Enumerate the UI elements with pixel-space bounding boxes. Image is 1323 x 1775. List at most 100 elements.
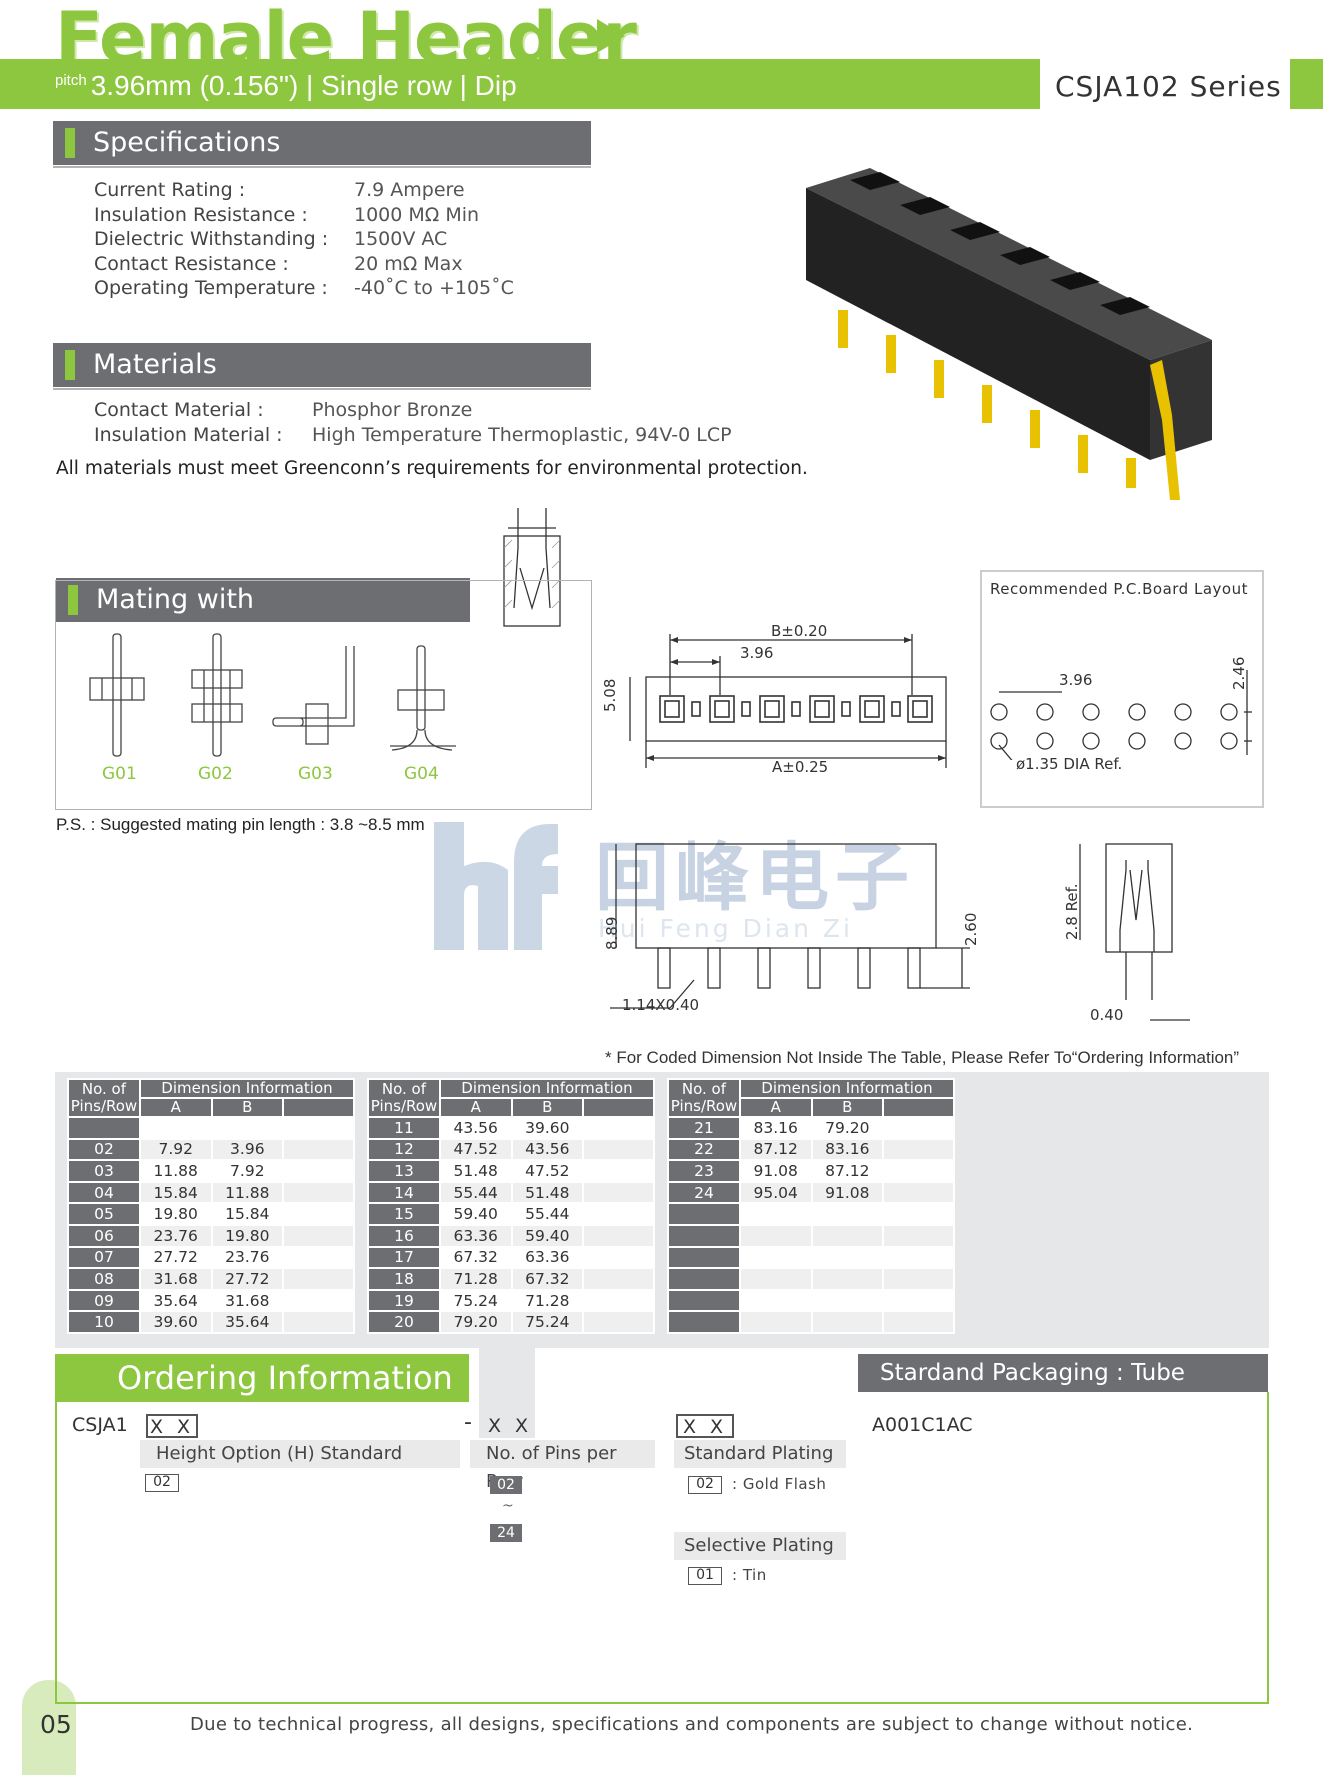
table-cell — [282, 1180, 355, 1205]
table-cell — [882, 1223, 955, 1248]
table-cell — [810, 1310, 885, 1334]
watermark-en: Hui Feng Dian Zi — [598, 914, 853, 943]
standard-plating-desc: : Gold Flash — [732, 1475, 827, 1493]
table-cell — [882, 1159, 955, 1183]
table-cell: 35.64 — [138, 1288, 213, 1313]
table-cell: 75.24 — [438, 1288, 513, 1313]
mating-note: P.S. : Suggested mating pin length : 3.8… — [56, 815, 425, 834]
table-cell — [282, 1116, 355, 1140]
table-cell: 31.68 — [210, 1288, 285, 1313]
table-cell — [738, 1310, 813, 1334]
table-cell: 06 — [67, 1223, 141, 1248]
footer-notice: Due to technical progress, all designs, … — [190, 1714, 1194, 1735]
standard-plating-code: 02 — [688, 1476, 722, 1494]
spec-value: -40˚C to +105˚C — [354, 277, 514, 299]
dim-b: B±0.20 — [771, 622, 828, 640]
table-cell: 15 — [367, 1202, 441, 1226]
pins-from-code: 02 — [490, 1476, 522, 1494]
table-cell: 08 — [67, 1267, 141, 1291]
table-cell — [810, 1245, 885, 1270]
dim-pin-tail: 2.60 — [962, 912, 980, 946]
table-cell — [282, 1223, 355, 1248]
table-cell — [282, 1267, 355, 1291]
plating-code-box: X X — [676, 1414, 734, 1438]
table-cell — [582, 1310, 655, 1334]
table-cell: 11.88 — [210, 1180, 285, 1205]
spec-label: Operating Temperature : — [94, 277, 328, 299]
table-cell: 04 — [67, 1180, 141, 1205]
selective-plating-desc: : Tin — [732, 1566, 767, 1584]
table-cell — [582, 1180, 655, 1205]
spec-labels: Current Rating : Insulation Resistance :… — [94, 178, 328, 301]
mating-pins-drawing — [89, 633, 456, 757]
spec-value: 1500V AC — [354, 228, 448, 250]
table-cell — [582, 1202, 655, 1226]
part-prefix: CSJA1 — [72, 1414, 128, 1436]
table-cell: 63.36 — [510, 1245, 585, 1270]
title-arrow-icon — [597, 19, 625, 53]
table-cell: 79.20 — [438, 1310, 513, 1334]
table-cell: 07 — [67, 1245, 141, 1270]
table-cell — [582, 1116, 655, 1140]
section-view-drawing — [503, 508, 561, 627]
table-cell: 15.84 — [138, 1180, 213, 1205]
height-code-box: X X — [146, 1414, 198, 1438]
dim-height: 8.89 — [603, 916, 621, 950]
table-cell: 27.72 — [138, 1245, 213, 1270]
height-option-label: Height Option (H) Standard — [140, 1440, 460, 1468]
pcb-hole: ø1.35 DIA Ref. — [1016, 755, 1123, 773]
front-view-drawing — [610, 843, 970, 1009]
pcb-pitch: 3.96 — [1059, 671, 1093, 689]
top-view-drawing — [629, 634, 947, 768]
pin-label-g02: G02 — [198, 764, 233, 784]
table-cell: 3.96 — [210, 1137, 285, 1162]
pcb-row-pitch: 2.46 — [1230, 656, 1248, 690]
table-cell — [667, 1267, 741, 1291]
col-header-empty — [282, 1097, 355, 1118]
table-cell — [810, 1267, 885, 1291]
part-dash: - — [464, 1410, 472, 1435]
table-cell: 63.36 — [438, 1223, 513, 1248]
table-cell: 43.56 — [438, 1116, 513, 1140]
table-cell — [882, 1310, 955, 1334]
table-cell: 19.80 — [210, 1223, 285, 1248]
table-cell: 39.60 — [138, 1310, 213, 1334]
table-cell: 20 — [367, 1310, 441, 1334]
dim-ref: 2.8 Ref. — [1063, 883, 1081, 940]
table-cell — [882, 1245, 955, 1270]
watermark-cn: 回峰电子 — [595, 835, 915, 921]
table-cell — [282, 1159, 355, 1183]
col-header-pins: No. of Pins/Row — [667, 1078, 741, 1118]
pin-label-g03: G03 — [298, 764, 333, 784]
ordering-frame — [55, 1392, 1269, 1704]
table-cell: 18 — [367, 1267, 441, 1291]
table-cell: 31.68 — [138, 1267, 213, 1291]
table-cell — [582, 1159, 655, 1183]
material-label: Contact Material : — [94, 399, 264, 421]
table-cell: 12 — [367, 1137, 441, 1162]
pins-column-connector — [479, 1348, 535, 1438]
standard-plating-label: Standard Plating — [674, 1440, 846, 1468]
table-cell: 83.16 — [738, 1116, 813, 1140]
table-cell: 23.76 — [210, 1245, 285, 1270]
table-cell — [738, 1223, 813, 1248]
material-value: High Temperature Thermoplastic, 94V-0 LC… — [312, 423, 732, 446]
table-cell: 02 — [67, 1137, 141, 1162]
material-labels: Contact Material : Insulation Material : — [94, 398, 283, 447]
table-cell: 39.60 — [510, 1116, 585, 1140]
col-header-empty — [582, 1097, 655, 1118]
table-cell: 59.40 — [510, 1223, 585, 1248]
pcb-layout-box — [980, 570, 1264, 808]
table-cell: 17 — [367, 1245, 441, 1270]
table-cell — [210, 1116, 285, 1140]
pcb-holes-drawing — [990, 670, 1252, 760]
spec-label: Dielectric Withstanding : — [94, 228, 329, 250]
table-cell: 51.48 — [510, 1180, 585, 1205]
dim-a: A±0.25 — [772, 758, 829, 776]
pins-code: X X — [488, 1415, 533, 1437]
table-cell: 35.64 — [210, 1310, 285, 1334]
col-header-pins: No. of Pins/Row — [67, 1078, 141, 1118]
table-cell: 55.44 — [510, 1202, 585, 1226]
